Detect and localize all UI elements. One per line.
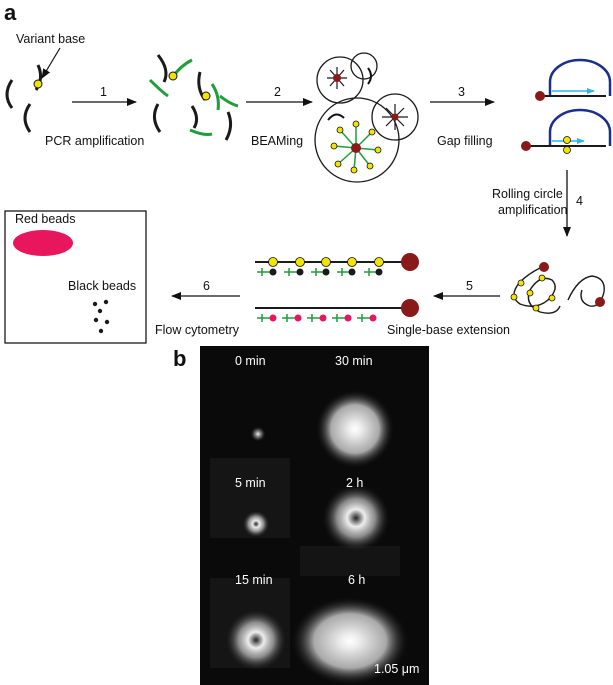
step-6-number: 6	[203, 279, 210, 293]
step-2-label: BEAMing	[251, 134, 304, 148]
cell-15min	[224, 608, 288, 672]
step-6-label: Flow cytometry	[155, 323, 240, 337]
flow-cytometry-box	[4, 210, 147, 344]
amplified-fragments	[148, 54, 239, 141]
variant-base-label: Variant base	[16, 32, 86, 46]
step-5-label: Single-base extension	[387, 323, 510, 337]
step-4-label-line1: Rolling circle	[492, 187, 563, 201]
black-beads-label: Black beads	[68, 279, 137, 293]
rolling-circle-products	[513, 267, 605, 314]
step-4-number: 4	[576, 194, 583, 208]
panel-a-letter: a	[4, 0, 17, 25]
panel-a-diagram	[4, 47, 612, 344]
step-5-number: 5	[466, 279, 473, 293]
microscopy-panel: 0 min 30 min 5 min 2 h 15 min 6 h 1.05 μ…	[200, 346, 429, 685]
red-bead-cluster	[13, 230, 73, 256]
panel-b-letter: b	[173, 346, 187, 371]
cell-2h	[321, 483, 391, 553]
timepoint-15min: 15 min	[235, 573, 273, 587]
step-1-label: PCR amplification	[45, 134, 145, 148]
cell-5min	[242, 510, 270, 538]
cell-6h	[290, 596, 410, 685]
step-1-number: 1	[100, 85, 107, 99]
initial-fragments	[5, 64, 43, 133]
single-base-extension-yellow	[255, 253, 419, 276]
timepoint-0min: 0 min	[235, 354, 266, 368]
timepoint-5min: 5 min	[235, 476, 266, 490]
beaming-contents	[327, 67, 408, 174]
step-2-number: 2	[274, 85, 281, 99]
step-3-number: 3	[458, 85, 465, 99]
gap-filling-probes	[521, 58, 612, 154]
step-3-label: Gap filling	[437, 134, 493, 148]
cell-30min	[315, 389, 395, 469]
timepoint-6h: 6 h	[348, 573, 366, 587]
black-bead-cluster	[92, 299, 110, 334]
scale-label: 1.05 μm	[374, 662, 420, 676]
single-base-extension-red	[255, 299, 419, 322]
variant-base-pointer	[41, 47, 61, 79]
red-beads-label: Red beads	[15, 212, 76, 226]
timepoint-2h: 2 h	[346, 476, 364, 490]
step-4-label-line2: amplification	[498, 203, 568, 217]
variant-base-dot	[33, 79, 43, 89]
beaming-droplets	[314, 52, 419, 183]
cell-0min	[250, 426, 266, 442]
timepoint-30min: 30 min	[335, 354, 373, 368]
microscopy-images	[210, 389, 410, 685]
